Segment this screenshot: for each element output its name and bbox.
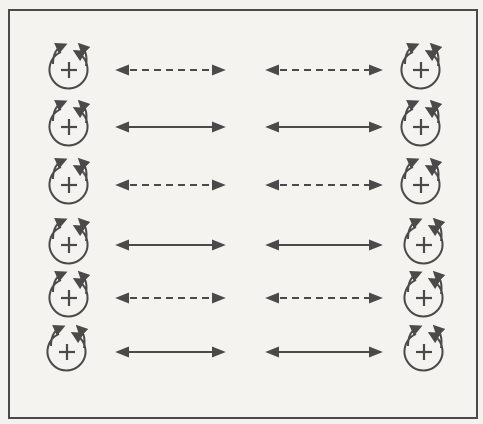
positive-charge-right-icon xyxy=(403,324,446,372)
positive-charge-left-icon xyxy=(48,270,91,318)
rotation-arrow-left xyxy=(407,270,423,293)
rotation-arrow-right xyxy=(77,42,91,67)
rotation-arrow-right xyxy=(75,324,89,349)
positive-charge-left-icon xyxy=(48,42,91,90)
rotation-arrow-right xyxy=(77,157,91,182)
rotation-arrow-left xyxy=(404,99,420,122)
rotation-arrow-right xyxy=(432,217,446,242)
positive-charge-right-icon xyxy=(400,99,443,147)
rotation-arrow-right xyxy=(429,42,443,67)
rotation-arrow-right xyxy=(429,157,443,182)
rotation-arrow-left xyxy=(404,157,420,180)
rotation-arrow-right xyxy=(77,270,91,295)
rotation-arrow-left xyxy=(52,270,68,293)
rotation-arrow-right xyxy=(429,99,443,124)
positive-charge-right-icon xyxy=(400,42,443,90)
positive-charge-right-icon xyxy=(403,270,446,318)
positive-charge-right-icon xyxy=(400,157,443,205)
rotation-arrow-left xyxy=(50,324,66,347)
rotation-arrow-right xyxy=(77,99,91,124)
rotation-arrow-right xyxy=(432,270,446,295)
positive-charge-left-icon xyxy=(48,99,91,147)
positive-charge-right-icon xyxy=(403,217,446,265)
rotation-arrow-right xyxy=(432,324,446,349)
positive-charge-left-icon xyxy=(48,217,91,265)
positive-charge-left-icon xyxy=(46,324,89,372)
rotation-arrow-right xyxy=(77,217,91,242)
rotation-arrow-left xyxy=(52,157,68,180)
rotation-arrow-left xyxy=(52,42,68,65)
rotation-arrow-left xyxy=(404,42,420,65)
rotation-arrow-left xyxy=(52,99,68,122)
rotation-arrow-left xyxy=(52,217,68,240)
rotation-arrow-left xyxy=(407,217,423,240)
positive-charge-left-icon xyxy=(48,157,91,205)
rotation-arrow-left xyxy=(407,324,423,347)
